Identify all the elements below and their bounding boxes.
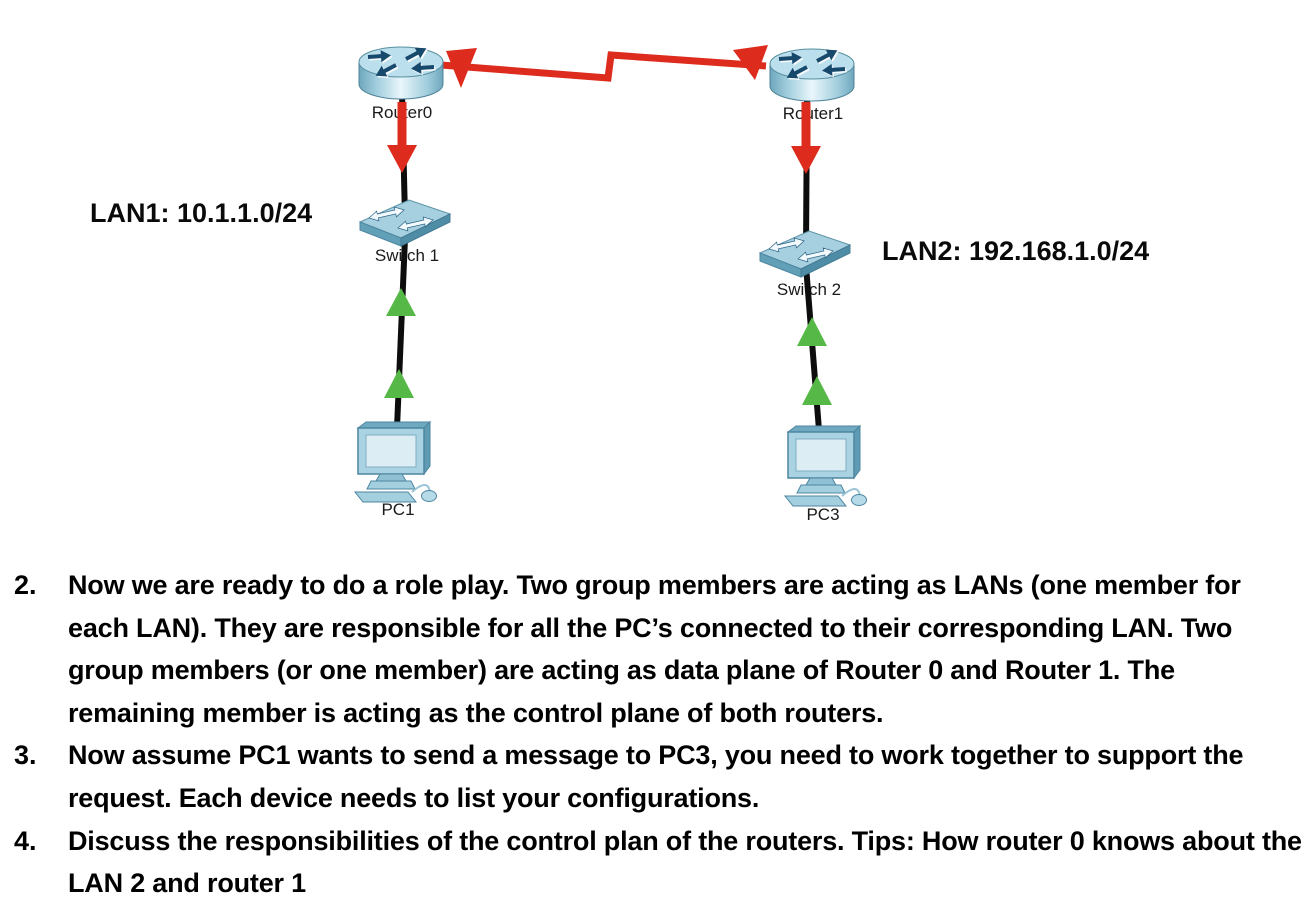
- list-item-number: 4.: [14, 825, 37, 856]
- pc3-device-icon: [783, 424, 867, 507]
- switch1-device-icon: [358, 199, 452, 247]
- switch1-label: Switch 1: [374, 246, 440, 265]
- switch-arrows-icon: [367, 204, 435, 234]
- pc1-device-icon: [353, 420, 437, 503]
- red-arrow-head-router1-switch2-icon: [791, 146, 821, 174]
- list-item-number: 3.: [14, 740, 37, 771]
- switch2-device-icon: [758, 230, 852, 278]
- instructions-list: 2. Now we are ready to do a role play. T…: [14, 564, 1306, 905]
- router0-device-icon: [358, 42, 444, 100]
- green-status-arrow-icon: [797, 317, 827, 346]
- red-arrow-head-router0-switch1-icon: [387, 145, 417, 173]
- serial-status-arrow-router1-icon: [733, 45, 768, 80]
- diagram-canvas: [353, 42, 867, 507]
- list-item-text: Now we are ready to do a role play. Two …: [68, 570, 1241, 728]
- mouse-cable-icon: [411, 484, 431, 493]
- pc3-label: PC3: [806, 505, 840, 524]
- list-item: 3. Now assume PC1 wants to send a messag…: [14, 734, 1306, 819]
- lan2-subnet-label: LAN2: 192.168.1.0/24: [882, 236, 1150, 266]
- network-topology-diagram: Router0 Router1 Switch 1 Switch 2 PC1 PC…: [90, 42, 1150, 524]
- router1-device-icon: [769, 44, 855, 102]
- list-item-text: Now assume PC1 wants to send a message t…: [68, 740, 1244, 813]
- mouse-icon: [851, 494, 867, 506]
- router1-label: Router1: [782, 104, 844, 123]
- list-item-text: Discuss the responsibilities of the cont…: [68, 825, 1302, 899]
- list-item: 4. Discuss the responsibilities of the c…: [14, 820, 1306, 905]
- list-item-number: 2.: [14, 570, 37, 600]
- pc1-label: PC1: [381, 500, 415, 519]
- router-arrows-icon: [778, 44, 846, 84]
- switch-arrows-icon: [767, 235, 835, 265]
- mouse-cable-icon: [841, 488, 861, 497]
- router-arrows-icon: [367, 42, 435, 82]
- mouse-icon: [421, 490, 437, 502]
- green-status-arrow-icon: [386, 288, 416, 316]
- cable-switch1-pc1: [394, 237, 408, 429]
- list-item: 2. Now we are ready to do a role play. T…: [14, 564, 1306, 734]
- serial-link-router0-router1: [440, 51, 767, 82]
- lan1-subnet-label: LAN1: 10.1.1.0/24: [90, 198, 313, 228]
- serial-status-arrow-router0-icon: [446, 48, 477, 88]
- switch2-label: Switch 2: [776, 280, 842, 299]
- green-status-arrow-icon: [384, 369, 414, 398]
- router0-label: Router0: [371, 103, 433, 122]
- green-status-arrow-icon: [802, 376, 832, 405]
